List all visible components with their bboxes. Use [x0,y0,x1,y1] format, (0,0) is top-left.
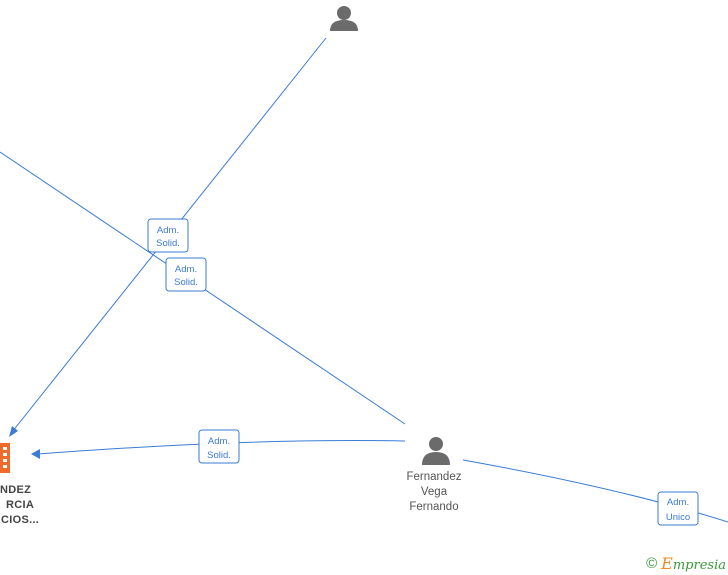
name-line: Fernando [409,501,459,513]
relation-box[interactable]: Adm. Solid. [165,257,207,292]
edge-fernandez-to-right [462,459,728,523]
company-line: RCIA [6,499,35,511]
brand-rest: mpresia [672,558,726,573]
relation-line2: Unico [666,512,690,523]
relation-line1: Adm. [175,264,197,275]
relation-line1: Adm. [667,497,689,508]
relation-line1: Adm. [157,225,179,236]
relation-line2: Solid. [174,277,198,288]
name-line: Fernandez [406,471,462,483]
copyright-icon: © [646,555,658,572]
relation-line1: Adm. [208,436,230,447]
building-icon[interactable] [0,443,10,473]
company-line: CIOS... [1,514,40,526]
relation-box[interactable]: Adm. Unico [657,491,699,526]
brand-logo[interactable]: Empresia [661,554,726,573]
relation-box[interactable]: Adm. Solid. [147,218,189,253]
person-icon[interactable] [330,6,358,31]
name-line: Vega [420,486,448,498]
arrowhead-company-top [9,426,18,437]
person-name-label[interactable]: Fernandez Vega Fernando [386,470,482,515]
relation-box[interactable]: Adm. Solid. [198,429,240,464]
company-name-label[interactable]: NDEZ RCIA CIOS... [0,483,39,528]
relation-line2: Solid. [156,238,180,249]
brand-initial: E [661,554,673,573]
arrowhead-company-fernandez [31,449,40,459]
company-line: NDEZ [0,484,32,496]
relation-line2: Solid. [207,450,231,461]
footer-brand: © Empresia [646,554,726,573]
person-icon[interactable] [422,437,450,465]
